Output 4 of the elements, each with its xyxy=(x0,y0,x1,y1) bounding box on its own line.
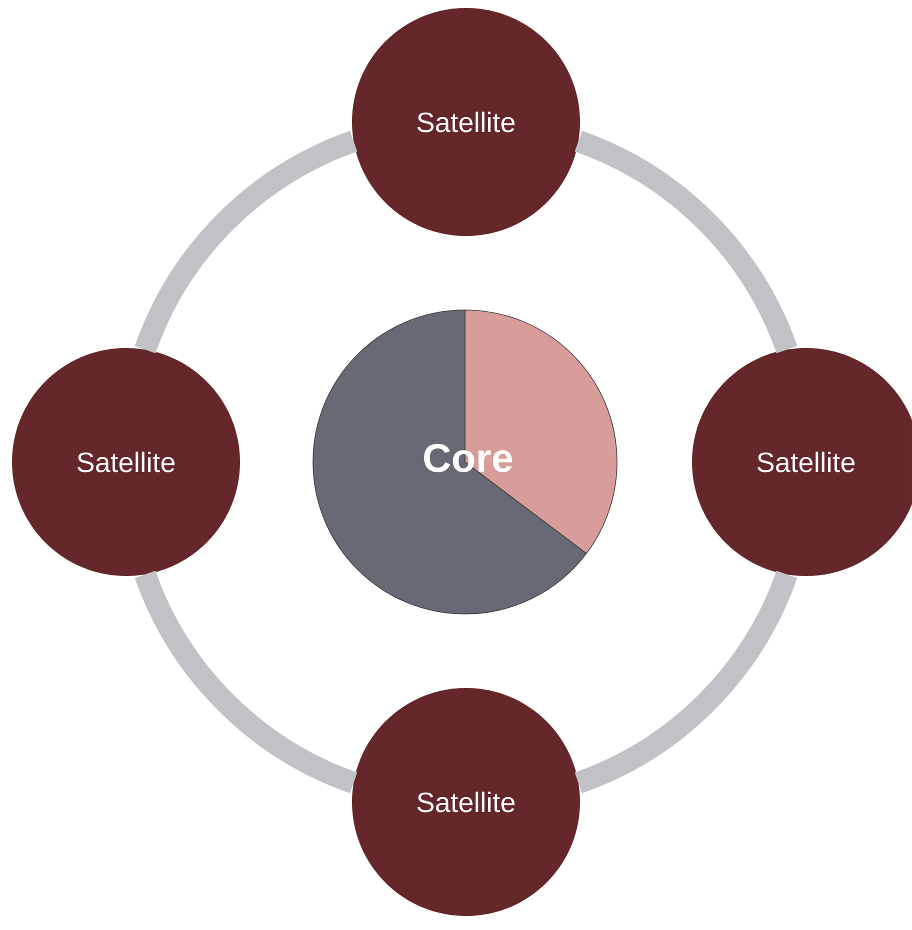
ring-arc xyxy=(574,130,798,354)
ring-arc xyxy=(134,130,358,354)
ring-arc xyxy=(134,570,358,794)
ring-arc xyxy=(574,570,798,794)
